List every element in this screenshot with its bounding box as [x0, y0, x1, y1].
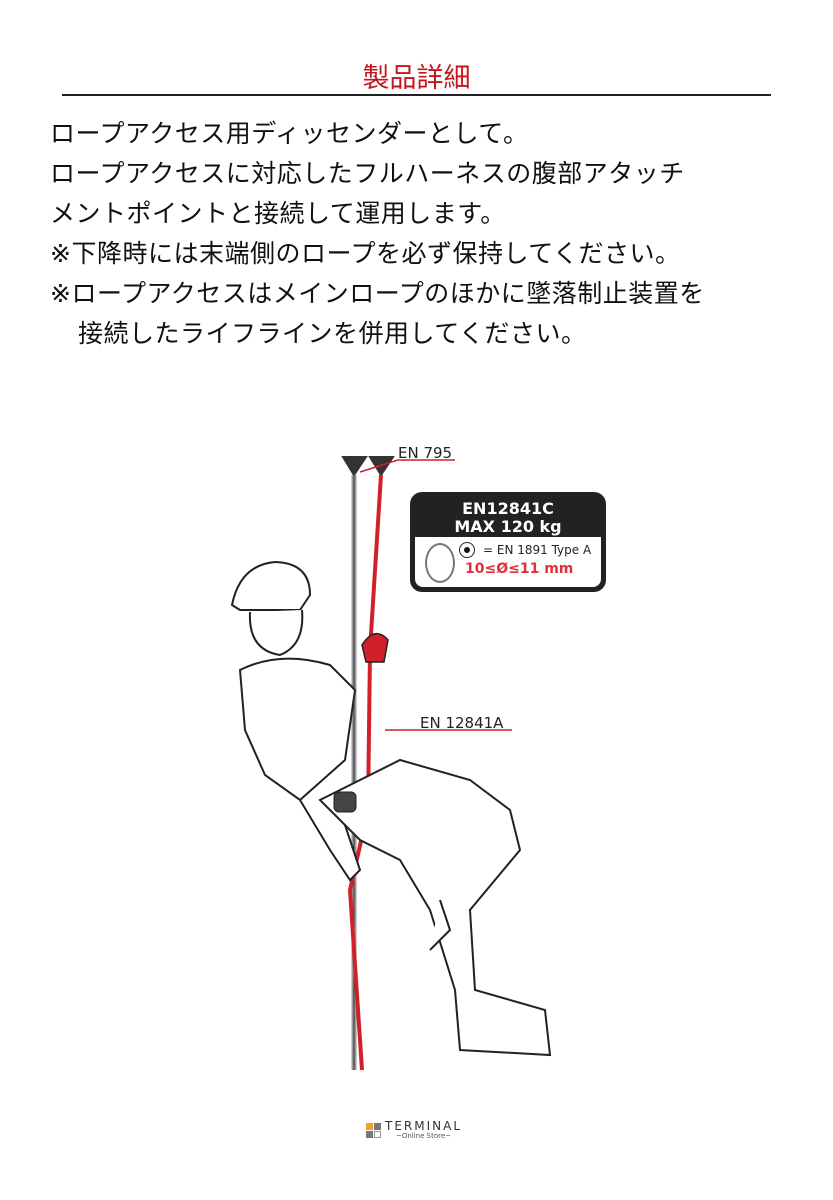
spec-box: EN12841C MAX 120 kg = EN 1891 Type A 10≤…	[410, 492, 606, 592]
anchor-standard-label: EN 795	[398, 444, 453, 462]
store-logo: TERMINAL ~Online Store~	[366, 1120, 462, 1140]
logo-squares-icon	[366, 1122, 381, 1138]
description-line: ロープアクセス用ディッセンダーとして。	[50, 119, 529, 148]
rope-section-icon	[459, 542, 475, 558]
descender-usage-illustration	[230, 456, 552, 1071]
spec-standard: EN12841C	[462, 499, 554, 518]
rope-coil-icon	[425, 543, 455, 583]
rope-diameter: 10≤Ø≤11 mm	[465, 561, 574, 577]
page-title: 製品詳細	[362, 63, 471, 94]
description-line: 接続したライフラインを併用してください。	[78, 319, 587, 348]
rope-standard: = EN 1891 Type A	[483, 543, 592, 557]
description-line: ロープアクセスに対応したフルハーネスの腹部アタッチ	[50, 159, 685, 188]
description-line: メントポイントと接続して運用します。	[50, 199, 506, 228]
title-divider	[62, 94, 771, 96]
description-line: ※ロープアクセスはメインロープのほかに墜落制止装置を	[50, 279, 705, 308]
spec-max-load: MAX 120 kg	[454, 517, 562, 536]
logo-tagline: ~Online Store~	[395, 1132, 452, 1140]
rope-spec-panel: = EN 1891 Type A 10≤Ø≤11 mm	[415, 537, 601, 587]
description-line: ※下降時には末端側のロープを必ず保持してください。	[50, 239, 681, 268]
product-description: ロープアクセス用ディッセンダーとして。 ロープアクセスに対応したフルハーネスの腹…	[50, 114, 810, 354]
logo-brand: TERMINAL	[385, 1119, 463, 1133]
backup-device-standard-label: EN 12841A	[420, 714, 504, 732]
